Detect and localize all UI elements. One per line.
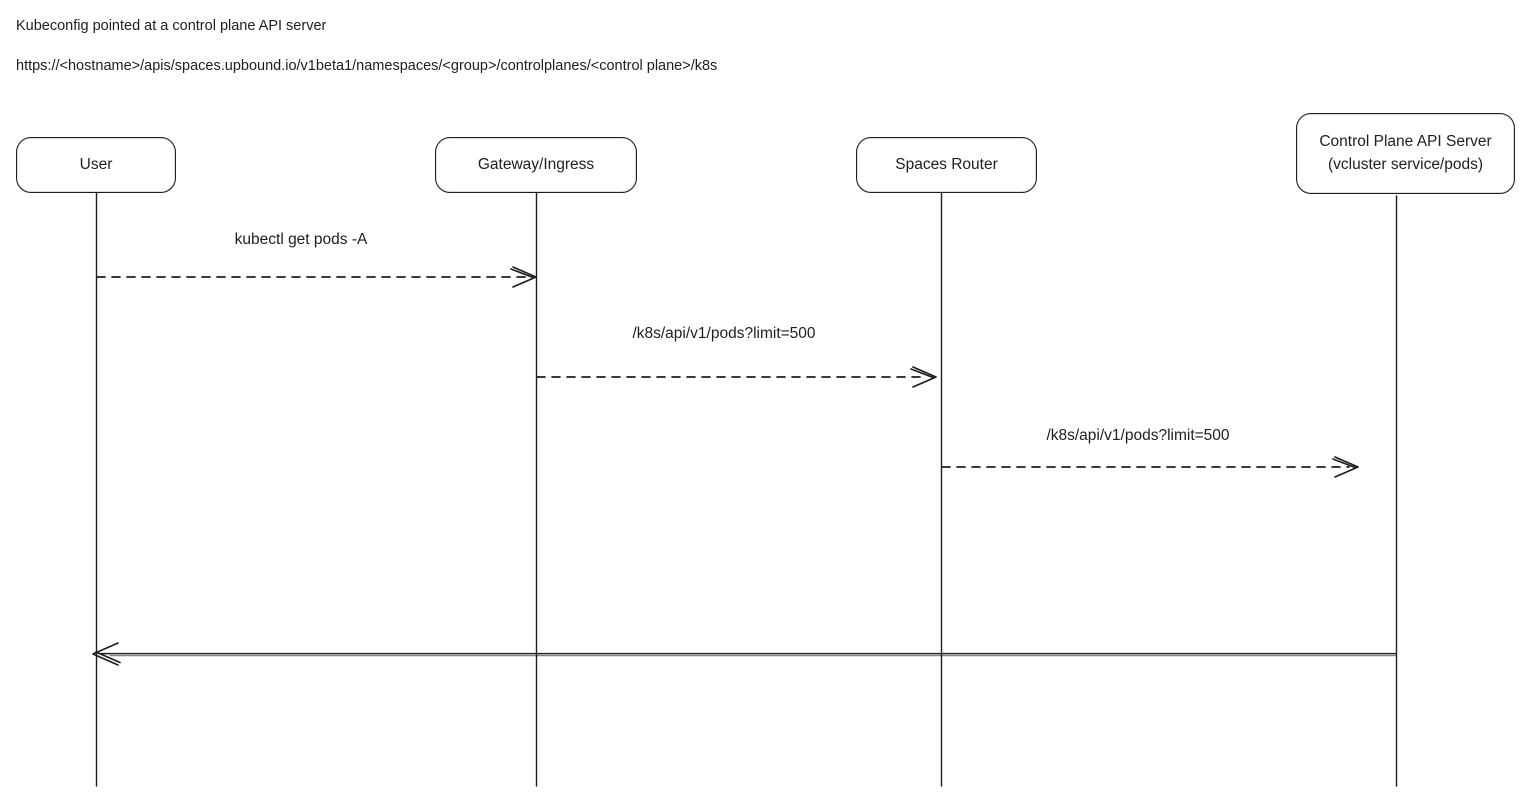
actor-label-user: User	[79, 155, 113, 173]
actor-sublabel-control-plane-api-server: (vcluster service/pods)	[1327, 155, 1484, 173]
actor-box-gateway-ingress: Gateway/Ingress	[435, 137, 637, 193]
actor-label-gateway-ingress: Gateway/Ingress	[477, 155, 595, 173]
diagram-title: Kubeconfig pointed at a control plane AP…	[16, 18, 327, 34]
message-arrow-1-head	[510, 266, 537, 288]
actor-label-spaces-router: Spaces Router	[895, 155, 998, 173]
return-arrow-head	[92, 642, 121, 666]
actor-label-control-plane-api-server: Control Plane API Server	[1319, 133, 1492, 151]
actor-box-spaces-router: Spaces Router	[856, 137, 1037, 193]
message-arrow-3-head	[1332, 456, 1359, 478]
actor-box-control-plane-api-server: Control Plane API Server (vcluster servi…	[1296, 113, 1515, 194]
message-label-kubectl-get-pods: kubectl get pods -A	[234, 231, 368, 248]
message-arrow-2-head	[910, 366, 937, 388]
actor-box-user: User	[16, 137, 176, 193]
diagram-url: https://<hostname>/apis/spaces.upbound.i…	[16, 58, 718, 74]
message-label-k8s-api-pods-2: /k8s/api/v1/pods?limit=500	[1046, 427, 1230, 444]
message-label-k8s-api-pods-1: /k8s/api/v1/pods?limit=500	[632, 325, 816, 342]
